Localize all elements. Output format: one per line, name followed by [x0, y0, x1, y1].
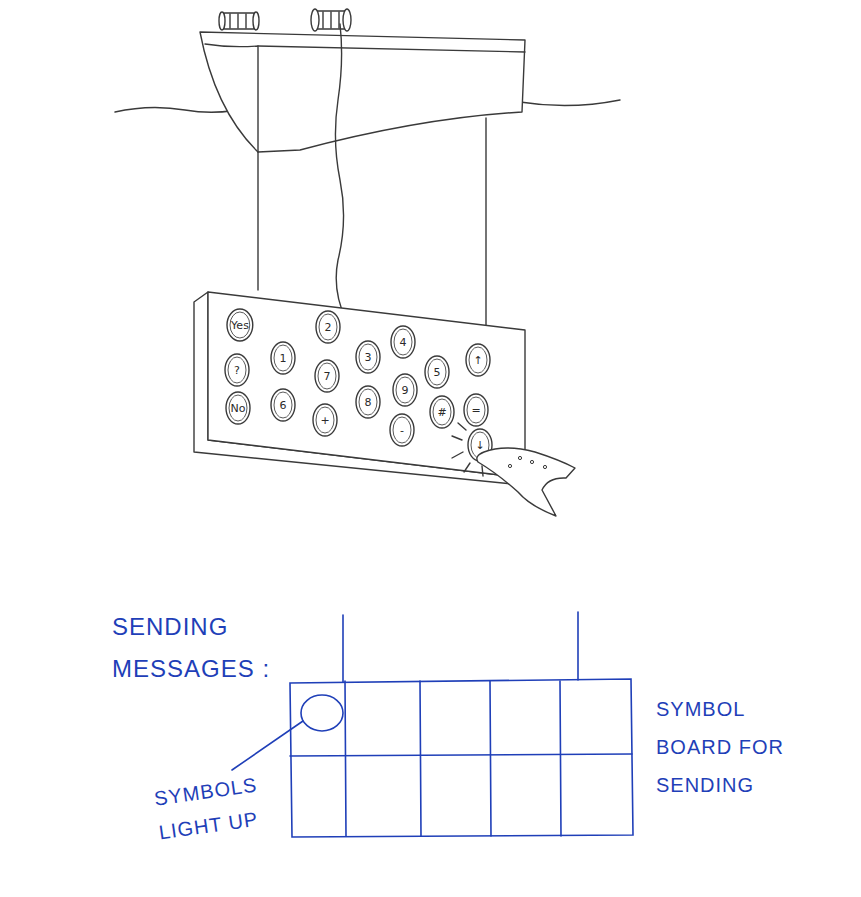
- rope: [485, 118, 486, 328]
- boat-hull: [200, 32, 525, 152]
- panel-face: [208, 292, 525, 478]
- flipper-spot: [518, 456, 521, 459]
- symbol-button: 5: [424, 355, 450, 389]
- grid-line: [290, 754, 632, 756]
- spool: [219, 12, 259, 30]
- symbol-button: ?: [224, 353, 250, 387]
- button-symbol: 4: [400, 337, 407, 348]
- board-outline: [290, 679, 633, 837]
- cable: [335, 24, 346, 320]
- button-symbol: =: [471, 405, 480, 416]
- button-symbol: 5: [434, 367, 441, 378]
- symbol-button: -: [389, 413, 415, 447]
- flipper-spot: [543, 465, 546, 468]
- grid-line: [420, 681, 421, 836]
- symbol-button: ↑: [465, 343, 491, 377]
- symbol-button: 9: [392, 373, 418, 407]
- handwritten-note: SENDING MESSAGES :: [112, 606, 282, 690]
- button-symbol: 2: [325, 322, 332, 333]
- rope: [257, 152, 258, 290]
- spool: [311, 9, 351, 31]
- symbol-button: Yes: [226, 308, 254, 342]
- button-symbol: ?: [234, 365, 240, 376]
- button-symbol: #: [437, 407, 446, 418]
- lit-symbol: [301, 695, 343, 731]
- handwritten-note: SYMBOL BOARD FOR SENDING: [656, 690, 798, 804]
- boat-gunwale: [205, 44, 258, 152]
- symbol-button: +: [312, 403, 338, 437]
- handwritten-note: SYMBOLS LIGHT UP: [152, 766, 272, 849]
- flipper-spot: [508, 464, 511, 467]
- symbol-button: ↓: [467, 428, 493, 462]
- symbol-button: =: [463, 393, 489, 427]
- press-burst: [452, 423, 502, 476]
- rope: [577, 612, 579, 680]
- symbol-button: 2: [315, 310, 341, 344]
- button-symbol: 1: [280, 353, 287, 364]
- symbol-button: 4: [390, 325, 416, 359]
- grid-line: [560, 681, 561, 836]
- button-symbol: ↓: [475, 440, 484, 451]
- symbol-button: 3: [355, 340, 381, 374]
- boat-gunwale: [258, 46, 525, 52]
- dolphin-flipper: [477, 448, 575, 516]
- grid-line: [490, 681, 491, 836]
- button-symbol: 9: [402, 385, 409, 396]
- flipper-spot: [530, 460, 533, 463]
- symbol-button: #: [429, 395, 455, 429]
- button-symbol: 3: [365, 352, 372, 363]
- button-symbol: -: [400, 425, 404, 436]
- rope: [342, 615, 344, 682]
- symbol-button: 6: [270, 388, 296, 422]
- button-symbol: ↑: [473, 355, 482, 366]
- board-sketch: [232, 612, 633, 837]
- grid-line: [345, 681, 346, 836]
- button-symbol: 7: [324, 371, 331, 382]
- symbol-button: 1: [270, 341, 296, 375]
- panel-side: [194, 292, 525, 484]
- button-symbol: +: [320, 415, 329, 426]
- button-symbol: No: [231, 403, 246, 414]
- symbol-button: 8: [355, 385, 381, 419]
- button-symbol: 8: [365, 397, 372, 408]
- symbol-button: 7: [314, 359, 340, 393]
- button-symbol: Yes: [231, 320, 249, 331]
- leader-line: [232, 721, 303, 770]
- button-symbol: 6: [280, 400, 287, 411]
- symbol-button: No: [225, 391, 251, 425]
